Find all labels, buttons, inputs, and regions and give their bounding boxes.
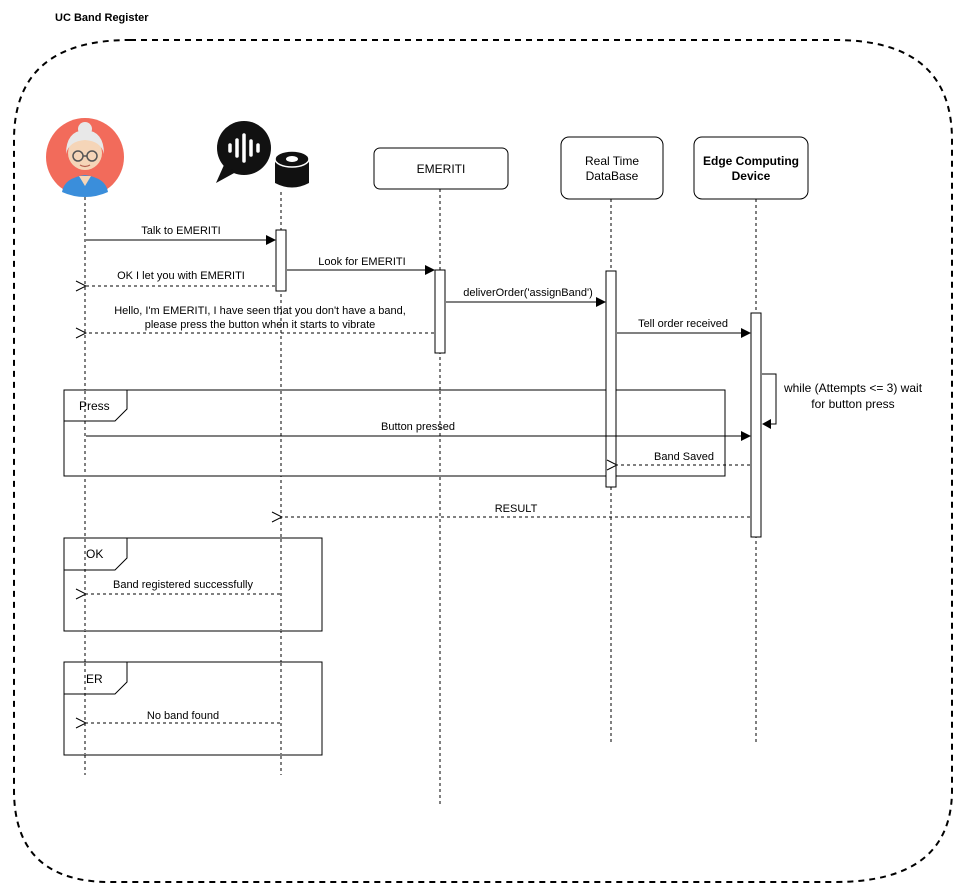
message-tell-order-received: Tell order received bbox=[617, 318, 751, 338]
activation-edge-device bbox=[750, 312, 762, 538]
message-while-line2: for button press bbox=[811, 397, 894, 411]
message-band-registered-label: Band registered successfully bbox=[113, 579, 254, 591]
activation-realtime-database bbox=[605, 270, 617, 488]
fragment-ok: OK bbox=[63, 537, 323, 632]
message-band-saved: Band Saved bbox=[617, 451, 750, 465]
participant-rtdb-label-line2: DataBase bbox=[586, 169, 639, 183]
message-hello-line1: Hello, I'm EMERITI, I have seen that you… bbox=[114, 305, 406, 317]
fragment-er-label: ER bbox=[86, 672, 103, 686]
message-no-band-found: No band found bbox=[86, 710, 280, 723]
message-band-registered: Band registered successfully bbox=[86, 579, 280, 594]
message-result-label: RESULT bbox=[495, 503, 538, 515]
fragment-er: ER bbox=[63, 661, 323, 756]
message-deliver-order-label: deliverOrder('assignBand') bbox=[463, 287, 593, 299]
participant-edge-label-line2: Device bbox=[732, 169, 771, 183]
fragment-press: Press bbox=[63, 389, 726, 477]
message-talk-to-emeriti-label: Talk to EMERITI bbox=[141, 225, 220, 237]
message-ok-let-you: OK I let you with EMERITI bbox=[86, 270, 275, 286]
participant-emeriti-label: EMERITI bbox=[417, 162, 466, 176]
activation-speaker bbox=[275, 229, 287, 292]
message-while-loop: while (Attempts <= 3) wait for button pr… bbox=[762, 373, 923, 429]
participant-edge-computing-device: Edge Computing Device bbox=[693, 136, 809, 200]
fragment-press-label: Press bbox=[79, 399, 110, 413]
message-hello-emeriti: Hello, I'm EMERITI, I have seen that you… bbox=[86, 305, 434, 333]
fragment-ok-label: OK bbox=[86, 547, 103, 561]
participant-rtdb-label-line1: Real Time bbox=[585, 154, 639, 168]
participant-realtime-database: Real Time DataBase bbox=[560, 136, 664, 200]
message-tell-order-received-label: Tell order received bbox=[638, 318, 728, 330]
message-hello-line2: please press the button when it starts t… bbox=[145, 319, 376, 331]
message-result: RESULT bbox=[282, 503, 750, 517]
message-look-for-emeriti: Look for EMERITI bbox=[287, 256, 435, 275]
elderly-woman-avatar-icon bbox=[46, 118, 124, 197]
participant-emeriti: EMERITI bbox=[373, 147, 509, 190]
message-button-pressed: Button pressed bbox=[86, 421, 751, 441]
message-no-band-found-label: No band found bbox=[147, 710, 219, 722]
message-button-pressed-label: Button pressed bbox=[381, 421, 455, 433]
smart-speaker-voice-icon bbox=[216, 121, 310, 188]
message-while-line1: while (Attempts <= 3) wait bbox=[783, 381, 923, 395]
message-ok-let-you-label: OK I let you with EMERITI bbox=[117, 270, 245, 282]
message-deliver-order: deliverOrder('assignBand') bbox=[446, 287, 606, 307]
message-band-saved-label: Band Saved bbox=[654, 451, 714, 463]
message-look-for-emeriti-label: Look for EMERITI bbox=[318, 256, 405, 268]
activation-emeriti bbox=[434, 269, 446, 354]
participant-edge-label-line1: Edge Computing bbox=[703, 154, 799, 168]
diagram-title: UC Band Register bbox=[55, 12, 149, 24]
message-talk-to-emeriti: Talk to EMERITI bbox=[86, 225, 276, 245]
